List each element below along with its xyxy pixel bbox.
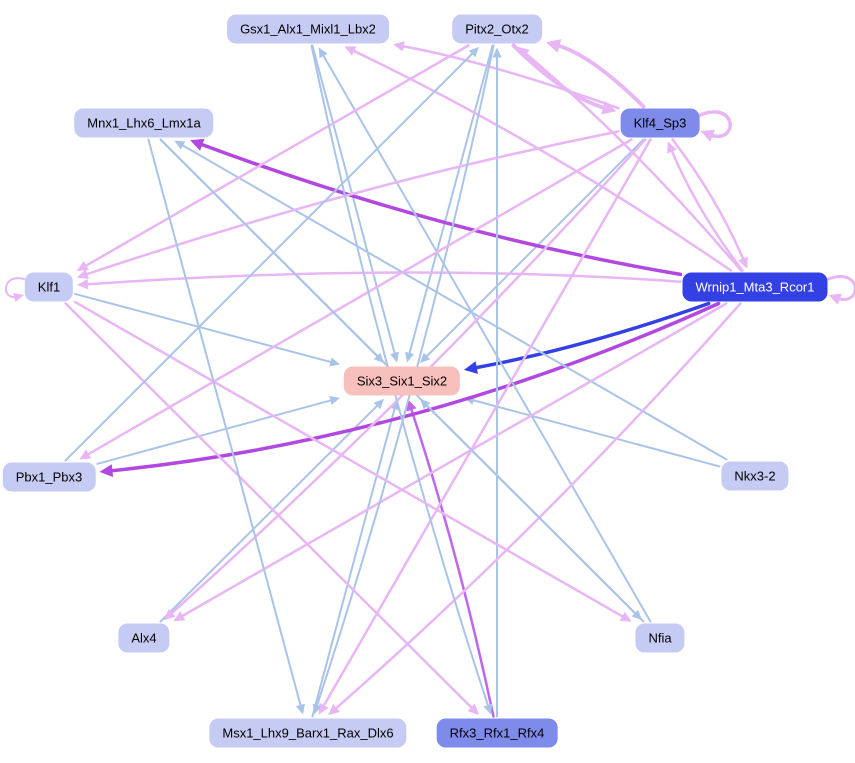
arrowhead-pitx2-msx1 (312, 703, 322, 715)
arrowhead-klf4-six3 (419, 352, 431, 364)
node-gsx1[interactable]: Gsx1_Alx1_Mixl1_Lbx2 (227, 14, 389, 44)
arrowhead-klf4-msx1 (318, 702, 329, 715)
arrowhead-wrnip1-mnx1 (190, 138, 205, 151)
arrowhead-mnx1-msx1 (296, 703, 305, 715)
edge-klf1-six3 (74, 292, 335, 364)
edge-klf4-wrnip1 (671, 138, 746, 263)
node-label: Mnx1_Lhx6_Lmx1a (87, 115, 201, 131)
edge-klf4-klf1 (82, 130, 620, 277)
arrowhead-nkx3-mnx1 (174, 140, 186, 150)
arrowhead-nfia-gsx1 (318, 47, 328, 59)
arrowhead-klf1-rfx3 (467, 703, 480, 716)
arrowhead-klf4-pitx2 (545, 39, 562, 53)
edge-pitx2-klf1 (82, 44, 470, 269)
edge-wrnip1-pitx2 (522, 50, 743, 272)
arrowhead-gsx1-rfx3 (483, 703, 493, 715)
node-nfia[interactable]: Nfia (635, 623, 685, 653)
arrowhead-klf4-klf1 (76, 269, 89, 279)
arrowhead-wrnip1-alx4 (173, 611, 186, 622)
arrowhead-mnx1-nfia (631, 609, 643, 621)
arrowhead-klf4-alx4 (163, 608, 176, 621)
node-label: Gsx1_Alx1_Mixl1_Lbx2 (240, 21, 376, 37)
arrowhead-wrnip1-pbx1 (99, 464, 114, 477)
arrowhead-klf4-pbx1 (79, 449, 92, 460)
edge-klf4-pitx2 (553, 42, 646, 109)
edge-klf4-pbx1 (84, 138, 633, 457)
node-pbx1[interactable]: Pbx1_Pbx3 (2, 462, 96, 492)
edge-nfia-gsx1 (321, 52, 652, 623)
node-klf4[interactable]: Klf4_Sp3 (620, 108, 700, 138)
edge-nkx3-six3 (469, 398, 721, 468)
node-label: Alx4 (131, 630, 157, 646)
node-label: Pbx1_Pbx3 (15, 469, 83, 485)
arrowhead-klf4-gsx1 (392, 41, 405, 52)
edge-pitx2-six3 (407, 44, 494, 357)
edge-mnx1-msx1 (147, 138, 303, 709)
arrowhead-wrnip1-msx1 (328, 704, 340, 716)
arrowhead-wrnip1-wrnip1 (828, 293, 842, 305)
node-label: Klf1 (37, 279, 61, 295)
arrowhead-wrnip1-six3 (463, 361, 478, 374)
arrowhead-klf4-klf4 (700, 129, 715, 142)
arrowhead-wrnip1-klf1 (76, 279, 89, 290)
node-rfx3[interactable]: Rfx3_Rfx1_Rfx4 (436, 718, 558, 748)
node-label: Nfia (648, 630, 672, 646)
node-label: Six3_Six1_Six2 (356, 373, 448, 389)
edge-wrnip1-msx1 (332, 302, 742, 712)
arrowhead-gsx1-six3 (390, 351, 399, 363)
node-label: Wrnip1_Mta3_Rcor1 (695, 279, 815, 295)
node-label: Rfx3_Rfx1_Rfx4 (449, 725, 545, 741)
node-msx1[interactable]: Msx1_Lhx9_Barx1_Rax_Dlx6 (209, 718, 407, 748)
arrowhead-pitx2-klf1 (76, 261, 89, 272)
edge-wrnip1-six3 (471, 301, 711, 370)
node-label: Msx1_Lhx9_Barx1_Rax_Dlx6 (222, 725, 394, 741)
edge-msx1-six3 (311, 405, 397, 718)
arrowhead-wrnip1-klf4 (667, 141, 677, 154)
node-klf1[interactable]: Klf1 (24, 272, 74, 302)
node-nkx3[interactable]: Nkx3-2 (721, 461, 789, 491)
edge-wrnip1-alx4 (178, 302, 728, 619)
edge-klf1-klf1 (4, 277, 25, 298)
arrowhead-wrnip1-gsx1 (344, 46, 357, 56)
edge-wrnip1-klf4 (669, 147, 744, 272)
arrowhead-wrnip1-pitx2 (517, 46, 530, 58)
node-alx4[interactable]: Alx4 (118, 623, 170, 653)
node-wrnip1[interactable]: Wrnip1_Mta3_Rcor1 (682, 272, 828, 302)
edge-rfx3-six3 (409, 405, 495, 718)
edge-wrnip1-klf1 (83, 271, 682, 286)
node-pitx2[interactable]: Pitx2_Otx2 (452, 14, 542, 44)
edge-wrnip1-gsx1 (349, 48, 733, 272)
node-label: Nkx3-2 (734, 468, 776, 484)
edge-nkx3-mnx1 (179, 143, 728, 461)
edge-wrnip1-mnx1 (196, 141, 683, 277)
edge-klf4-msx1 (321, 138, 652, 710)
edge-klf4-six3 (423, 138, 645, 360)
node-label: Klf4_Sp3 (633, 115, 687, 131)
edge-klf4-gsx1 (399, 44, 620, 110)
node-mnx1[interactable]: Mnx1_Lhx6_Lmx1a (74, 108, 214, 138)
edge-pbx1-six3 (96, 398, 335, 465)
node-label: Pitx2_Otx2 (465, 21, 529, 37)
arrowhead-klf1-six3 (329, 357, 341, 367)
arrowhead-pitx2-six3 (405, 351, 415, 363)
edge-wrnip1-pbx1 (106, 301, 721, 473)
arrowhead-pbx1-six3 (329, 396, 341, 405)
arrowhead-rfx3-pitx2 (492, 47, 502, 58)
edge-gsx1-six3 (311, 44, 397, 357)
edge-klf1-rfx3 (64, 302, 475, 711)
node-six3[interactable]: Six3_Six1_Six2 (343, 366, 461, 396)
arrowhead-klf4-wrnip1 (738, 256, 748, 269)
arrowhead-klf1-klf1 (13, 293, 24, 302)
arrowhead-pbx1-pitx2 (468, 46, 480, 58)
arrowhead-alx4-six3 (373, 398, 385, 410)
edge-pbx1-pitx2 (64, 50, 476, 462)
arrowhead-klf1-nfia (619, 611, 632, 622)
arrowhead-rfx3-six3 (406, 399, 417, 412)
edge-klf1-nfia (73, 300, 627, 620)
edge-klf4-klf4 (698, 110, 732, 138)
